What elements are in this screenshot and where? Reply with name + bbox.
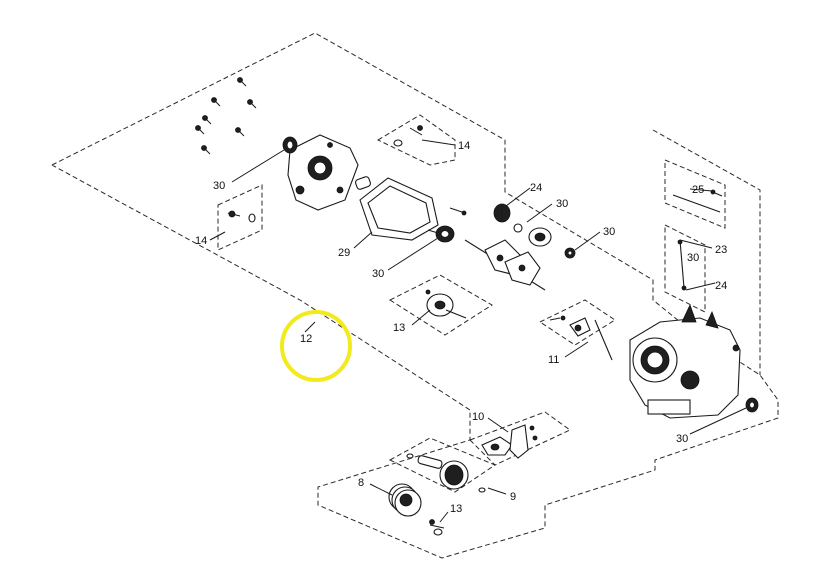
callout-24: 24	[530, 182, 542, 194]
callout-24: 24	[715, 280, 727, 292]
bolt-icon	[201, 145, 211, 155]
oil-seal-30-top	[282, 136, 298, 154]
callout-13: 13	[450, 503, 462, 515]
callout-25: 25	[692, 184, 704, 196]
highlight-circle	[280, 310, 352, 382]
rod-24	[677, 239, 687, 291]
bolt-icon	[195, 125, 205, 135]
callout-30: 30	[676, 433, 688, 445]
piston-rings-8	[388, 483, 422, 517]
crankshaft	[464, 239, 546, 291]
oil-seal-30-gasket	[427, 225, 455, 243]
group-11-box	[538, 299, 616, 346]
callout-11: 11	[548, 354, 559, 366]
callout-8: 8	[358, 477, 364, 489]
side-cover-group-outline	[652, 129, 761, 375]
group-13-box	[388, 274, 493, 336]
callout-14: 14	[195, 235, 207, 247]
oil-seal-30-block	[745, 397, 759, 413]
connecting-rod-10	[481, 424, 538, 459]
bolt-icon	[211, 97, 221, 107]
bolt-group-14-left	[227, 210, 256, 223]
callout-10: 10	[472, 411, 484, 423]
bolt-icon	[235, 127, 245, 137]
bearing-30-small	[513, 223, 523, 233]
callout-12: 12	[300, 333, 312, 345]
group-outlines	[51, 32, 779, 559]
bolt-group-14-top	[393, 125, 423, 147]
main-assembly-outline	[51, 32, 779, 559]
small-bolt	[449, 207, 467, 216]
callout-14: 14	[458, 140, 470, 152]
callout-29: 29	[338, 247, 350, 259]
group-9-box	[388, 437, 497, 493]
group-23-box	[664, 159, 726, 229]
camshaft-bearing-30	[528, 227, 552, 247]
callout-30: 30	[687, 252, 699, 264]
bolt-icon	[237, 77, 247, 87]
engine-block	[629, 303, 741, 419]
callout-30: 30	[372, 268, 384, 280]
group-14-left-box	[217, 184, 263, 251]
piston-9	[406, 453, 486, 493]
leader-lines	[209, 139, 747, 523]
group-14-top-box	[376, 114, 456, 166]
callout-labels: 30 14 14 24 30 30 29 30 12 13 11 25 30 2…	[195, 140, 727, 515]
bolt-icon	[202, 115, 212, 125]
governor-assembly-13	[425, 289, 467, 319]
callout-9: 9	[510, 491, 516, 503]
crankcase-cover	[287, 134, 359, 211]
oil-seal-30-right	[564, 247, 576, 259]
group-24-box	[664, 224, 706, 313]
gasket-29	[359, 177, 439, 241]
bolt-set	[195, 77, 257, 155]
rocker-arm-11	[549, 315, 613, 361]
callout-13: 13	[393, 322, 405, 334]
callout-30: 30	[603, 226, 615, 238]
callout-30: 30	[213, 180, 225, 192]
callout-23: 23	[715, 244, 727, 256]
dowel-pin	[355, 176, 371, 190]
callout-30: 30	[556, 198, 568, 210]
timing-gear-24	[493, 203, 511, 223]
clip-13-lower	[429, 519, 445, 536]
bolt-icon	[247, 99, 257, 109]
